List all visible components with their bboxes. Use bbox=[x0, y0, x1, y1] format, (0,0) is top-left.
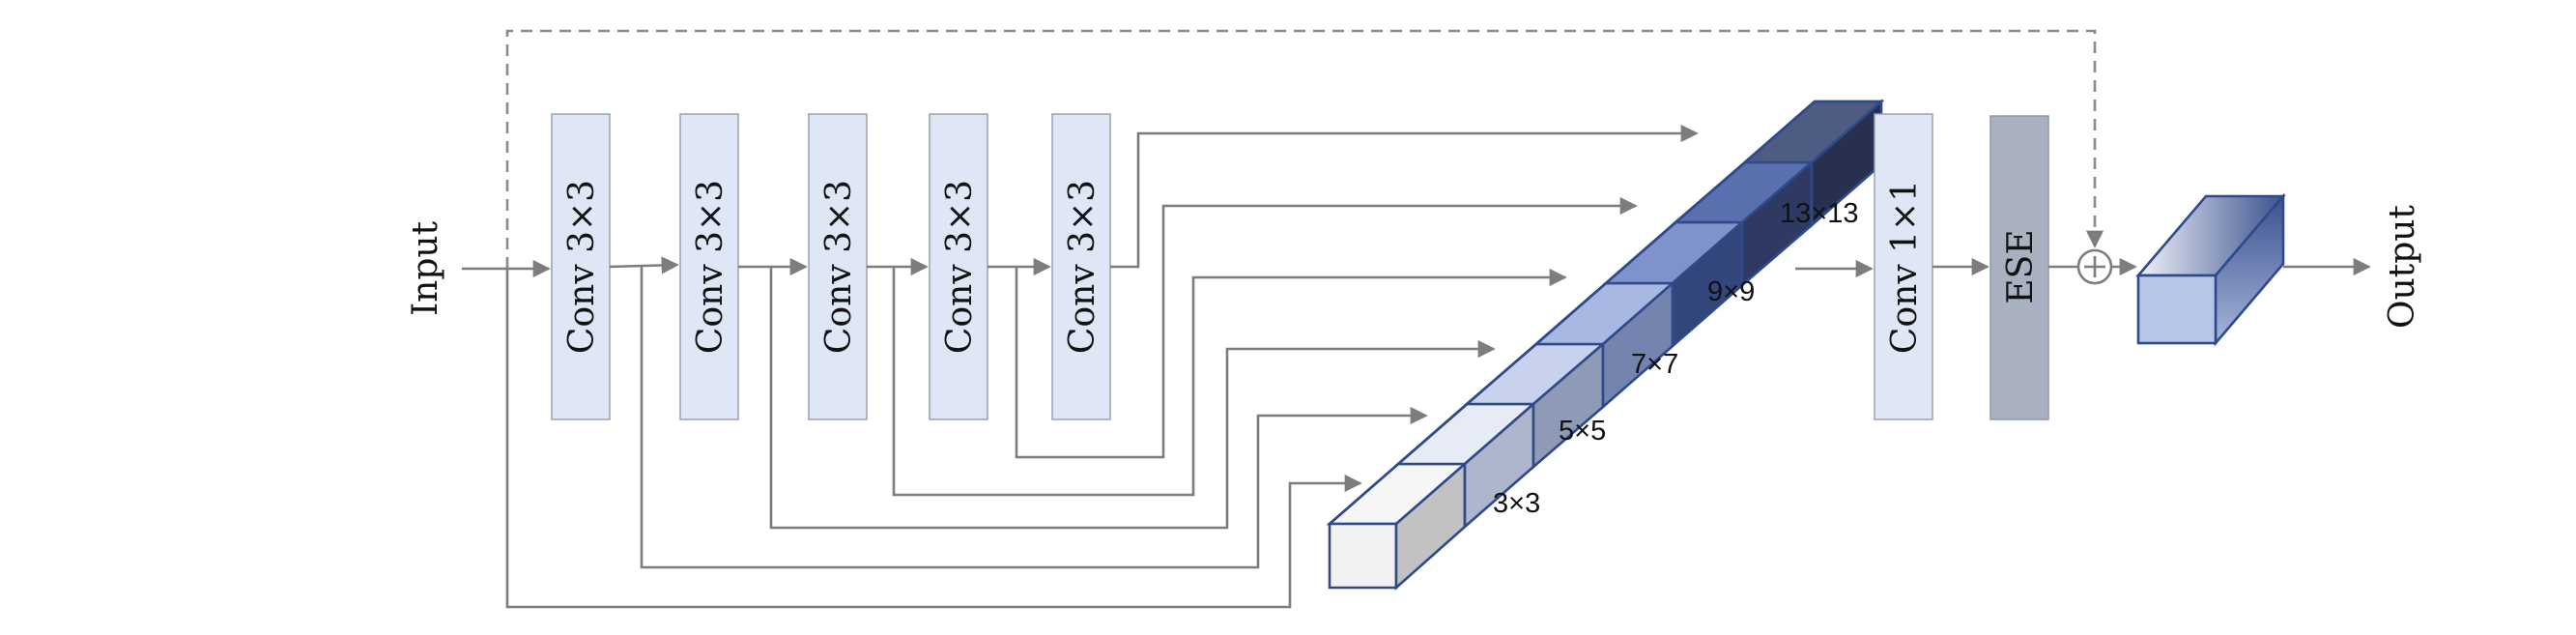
stack-left-edge bbox=[1329, 100, 1881, 525]
wire-c4-to-13x13-a bbox=[1015, 196, 1638, 459]
skip-connection bbox=[505, 29, 2104, 269]
kernel-label-3x3: 3×3 bbox=[1493, 488, 1540, 519]
seg-3x3-front bbox=[1328, 522, 1398, 590]
output-front bbox=[2136, 274, 2218, 345]
output-label: Output bbox=[2383, 205, 2422, 329]
conv-block-3 bbox=[808, 113, 868, 420]
ese-label: ESE bbox=[2001, 229, 2041, 303]
kernel-label-5x5: 5×5 bbox=[1559, 416, 1606, 447]
add-plus bbox=[2084, 256, 2105, 277]
conv-block-2-label: Conv 3×3 bbox=[691, 180, 730, 354]
conv-block-2 bbox=[679, 113, 739, 420]
wire-c5-to-13x13-b bbox=[1110, 124, 1699, 269]
wire-c3-to-9x9 bbox=[892, 267, 1567, 497]
wire-c1-to-5x5 bbox=[640, 267, 1428, 569]
input-label: Input bbox=[406, 220, 445, 316]
conv-block-5-label: Conv 3×3 bbox=[1063, 180, 1102, 354]
conv-block-1-label: Conv 3×3 bbox=[562, 180, 602, 354]
kernel-label-13x13: 13×13 bbox=[1780, 198, 1858, 229]
kernel-stack bbox=[1326, 99, 1885, 591]
conv-block-1 bbox=[551, 113, 611, 420]
conv-block-4 bbox=[929, 113, 988, 420]
ese-block bbox=[1989, 115, 2049, 420]
wire-c1-c2 bbox=[609, 256, 679, 274]
wire-c2-to-7x7 bbox=[769, 267, 1496, 530]
output-block bbox=[2135, 192, 2286, 347]
conv-block-4-label: Conv 3×3 bbox=[940, 180, 980, 354]
input-to-3x3-wire bbox=[505, 269, 1362, 609]
kernel-label-9x9: 9×9 bbox=[1707, 276, 1755, 307]
kernel-label-7x7: 7×7 bbox=[1631, 349, 1678, 380]
conv-block-3-label: Conv 3×3 bbox=[819, 180, 859, 354]
conv-block-5 bbox=[1051, 113, 1111, 420]
conv1x1-label: Conv 1×1 bbox=[1885, 180, 1925, 354]
